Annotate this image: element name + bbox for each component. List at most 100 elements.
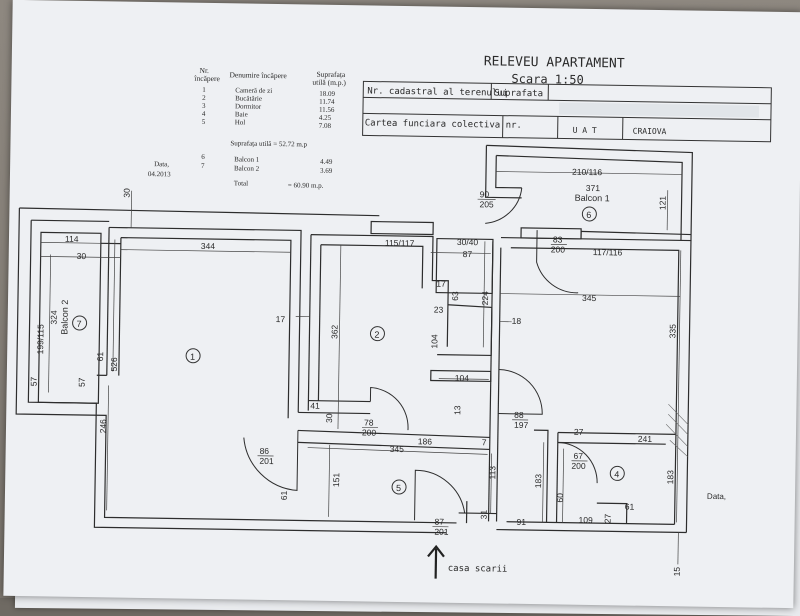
svg-text:210/116: 210/116 [572,167,603,177]
svg-text:324: 324 [49,310,59,325]
svg-text:67: 67 [573,451,583,461]
svg-text:60: 60 [555,493,565,503]
svg-text:241: 241 [638,434,653,444]
svg-text:11.74: 11.74 [319,98,335,106]
svg-text:30: 30 [122,188,132,198]
room-row: 3 Dormitor 11.56 [202,102,335,114]
svg-text:2: 2 [202,94,206,102]
svg-text:121: 121 [657,196,667,211]
svg-text:115/117: 115/117 [385,238,415,248]
svg-text:57: 57 [29,376,39,386]
balcony-1-label: Balcon 1 [575,193,610,204]
svg-text:371: 371 [586,183,601,193]
svg-text:7.08: 7.08 [319,122,332,130]
svg-text:4.25: 4.25 [319,114,332,122]
room-number: 2 [374,330,379,340]
svg-text:17: 17 [276,314,286,324]
svg-text:344: 344 [201,241,216,251]
svg-text:200: 200 [571,461,586,471]
svg-text:104: 104 [429,334,439,349]
svg-text:6: 6 [201,153,205,161]
balcony-row: 7 Balcon 2 3.69 [201,162,333,175]
svg-text:Balcon 1: Balcon 1 [234,155,260,163]
svg-text:4.49: 4.49 [320,158,333,166]
uat-value: CRAIOVA [633,127,667,137]
svg-text:88: 88 [514,410,524,420]
balcony-2-label: Balcon 2 [59,300,70,335]
svg-text:3: 3 [202,102,206,110]
svg-text:4: 4 [202,110,206,118]
svg-text:200: 200 [551,244,566,254]
svg-text:27: 27 [574,427,584,437]
stair-label: casa scarii [448,564,508,575]
cadastral-label: Nr. cadastral al terenului [367,86,508,98]
svg-text:31: 31 [479,510,489,520]
svg-text:526: 526 [109,357,119,372]
svg-text:183: 183 [665,470,675,485]
svg-text:90: 90 [480,189,490,199]
svg-text:30: 30 [324,413,334,423]
svg-text:57: 57 [77,377,87,387]
svg-text:23: 23 [434,305,444,315]
svg-text:362: 362 [329,324,339,339]
room-row: 4 Baie 4.25 [202,110,332,122]
svg-text:5: 5 [202,118,206,126]
svg-text:83: 83 [553,234,563,244]
svg-text:86: 86 [260,446,270,456]
room-row: 5 Hol 7.08 [202,118,332,130]
svg-text:114: 114 [65,234,79,244]
svg-text:345: 345 [390,444,405,454]
svg-text:186: 186 [418,436,433,446]
floor-plan-drawing: RELEVEU APARTAMENT Scara 1:50 Nr. cadast… [0,0,800,598]
svg-text:Balcon 2: Balcon 2 [234,164,260,172]
svg-text:18.09: 18.09 [319,90,335,98]
svg-text:11.56: 11.56 [319,106,335,114]
total-label: Total [234,179,248,187]
hatch-marks [666,404,689,456]
svg-text:197: 197 [514,420,529,430]
svg-text:224: 224 [480,291,490,306]
svg-text:200: 200 [362,427,377,437]
date-right-label: Data, [707,492,726,501]
svg-text:18: 18 [512,316,522,326]
svg-text:345: 345 [582,293,597,303]
svg-text:30: 30 [77,251,87,261]
col-name-header: Denumire încăpere [229,70,287,80]
svg-text:151: 151 [331,472,341,487]
svg-text:104: 104 [455,373,470,383]
svg-text:41: 41 [310,401,320,411]
room-number: 5 [396,483,401,493]
svg-text:3.69: 3.69 [320,167,333,175]
svg-text:30/40: 30/40 [457,237,479,247]
svg-text:201: 201 [434,527,449,537]
svg-text:63: 63 [450,291,460,301]
svg-text:117/116: 117/116 [593,247,623,257]
svg-text:183: 183 [533,474,543,489]
stair-arrow-icon [428,546,445,578]
land-book-label: Cartea funciara colectiva nr. [365,118,522,130]
svg-text:113: 113 [487,466,497,480]
room-row: 2 Bucătărie 11.74 [202,94,335,106]
svg-text:335: 335 [667,324,677,339]
svg-text:199/115: 199/115 [35,324,45,355]
svg-text:7: 7 [201,162,205,170]
room-row: 1 Cameră de zi 18.09 [202,86,335,98]
svg-text:61: 61 [279,490,289,500]
svg-text:109: 109 [578,515,593,525]
balcony-row: 6 Balcon 1 4.49 [201,153,333,166]
room-number: 6 [586,210,591,220]
svg-text:201: 201 [259,456,274,466]
plan-title: RELEVEU APARTAMENT [484,54,625,71]
svg-text:61: 61 [625,502,635,512]
room-number: 1 [190,352,195,362]
svg-text:78: 78 [364,417,374,427]
uat-label: U A T [573,126,597,135]
col-nr-header-2: încăpere [193,74,220,83]
room-number: 7 [77,319,82,329]
svg-text:1: 1 [202,86,206,94]
area-label: Suprafata [494,88,543,99]
svg-text:91: 91 [516,517,526,527]
useful-area: Suprafața utilă = 52.72 m.p [230,139,307,148]
col-area-header-2: utilă (m.p.) [312,78,346,88]
date-value: 04.2013 [148,170,171,178]
